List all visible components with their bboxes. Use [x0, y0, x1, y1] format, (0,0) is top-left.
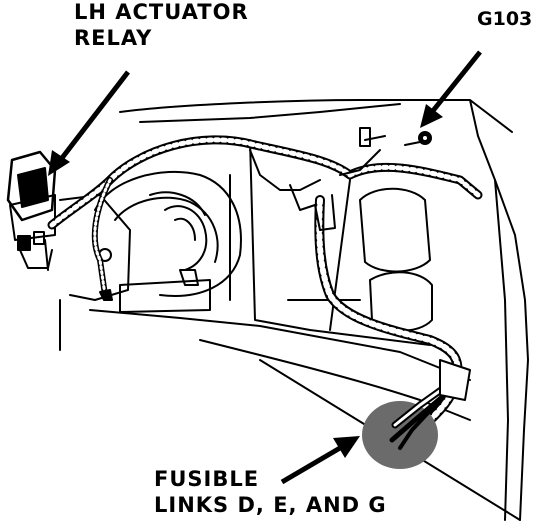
- fusible-label-line2: LINKS D, E, AND G: [154, 493, 387, 517]
- ground-leader-arrow: [430, 50, 482, 114]
- ground-label: G103: [477, 8, 533, 30]
- fusible-links-component: [362, 359, 471, 469]
- fusible-label-line1: FUSIBLE: [154, 467, 260, 491]
- actuator-relay-component: [6, 150, 57, 271]
- ground-g103-point: [359, 127, 432, 147]
- leader-arrows: [48, 50, 482, 485]
- relay-label-line1: LH ACTUATOR: [74, 0, 249, 24]
- fusible-leader-arrow: [280, 445, 342, 485]
- headlamp-housing: [59, 171, 242, 313]
- wiring-harness: [47, 135, 483, 425]
- panel-embossing: [287, 187, 433, 332]
- relay-label: LH ACTUATOR RELAY: [74, 0, 249, 51]
- fusible-links-label: FUSIBLE LINKS D, E, AND G: [154, 466, 387, 518]
- relay-leader-arrow: [60, 70, 130, 160]
- relay-label-line2: RELAY: [74, 26, 153, 50]
- body-panel: [59, 99, 529, 521]
